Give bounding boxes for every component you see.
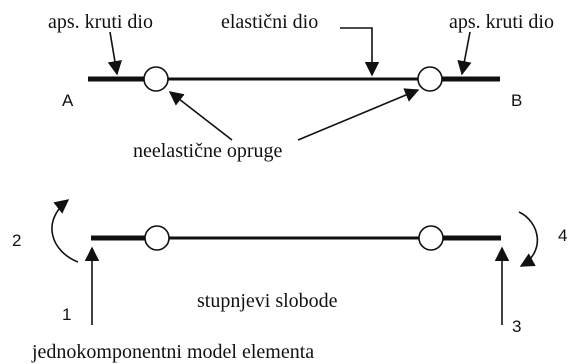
leader-spring-right <box>297 88 420 141</box>
caption-model: jednokomponentni model elementa <box>31 341 314 363</box>
leader-elastic <box>340 27 380 77</box>
node-label-a: A <box>62 91 74 110</box>
rotation-arrow-2 <box>51 199 79 263</box>
dof-label-2: 2 <box>12 231 21 250</box>
top-beam-model: aps. kruti dio elastični dio aps. kruti … <box>48 11 554 162</box>
dof-label-3: 3 <box>512 317 521 336</box>
spring-hinge-left <box>143 66 169 92</box>
spring-hinge-left-dof <box>144 225 170 251</box>
leader-spring-left <box>168 91 233 141</box>
spring-hinge-right <box>417 66 443 92</box>
bottom-dof-model: 2 4 1 3 stupnjevi slobode jednokomponent… <box>12 199 567 363</box>
label-rigid-left: aps. kruti dio <box>48 11 153 33</box>
leader-rigid-left <box>107 31 122 76</box>
dof-label-4: 4 <box>558 226 567 245</box>
label-degrees-of-freedom: stupnjevi slobode <box>197 290 338 312</box>
rotation-arrow-4 <box>518 211 539 267</box>
dof-label-1: 1 <box>62 305 71 324</box>
label-rigid-right: aps. kruti dio <box>449 11 554 33</box>
label-inelastic-springs: neelastične opruge <box>133 140 282 162</box>
label-elastic: elastični dio <box>221 11 318 33</box>
leader-rigid-right <box>457 31 472 76</box>
node-label-b: B <box>511 91 522 110</box>
spring-hinge-right-dof <box>418 225 444 251</box>
